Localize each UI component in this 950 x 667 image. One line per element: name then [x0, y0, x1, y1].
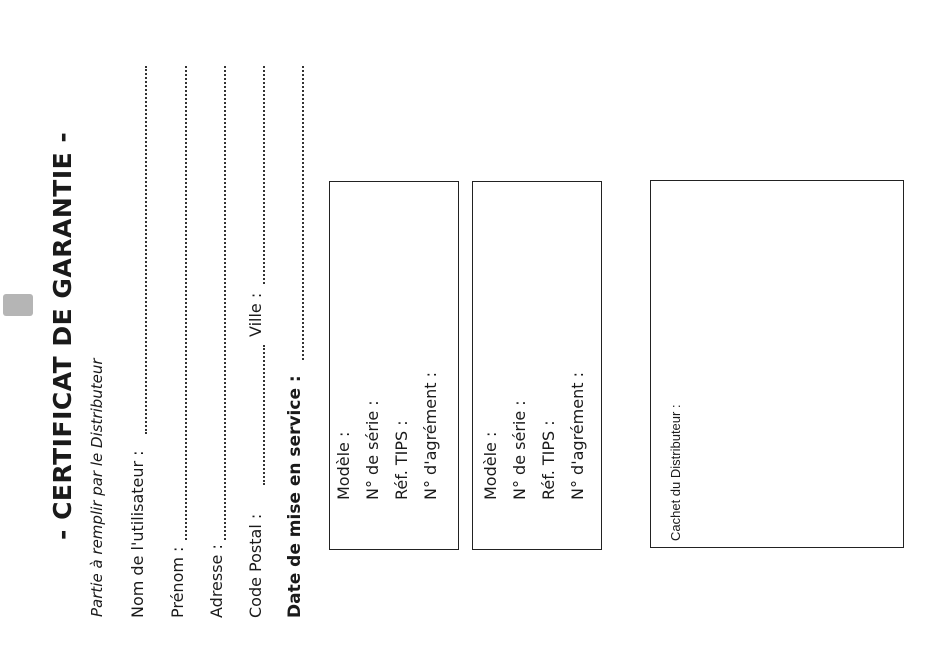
product-1-serie: N° de série : — [363, 400, 382, 500]
certificate-title: - CERTIFICAT DE GARANTIE - — [48, 132, 77, 540]
product-2-modele: Modèle : — [481, 432, 500, 500]
adresse-line[interactable] — [224, 66, 226, 540]
product-2-agrement: N° d'agrément : — [568, 372, 587, 500]
code-postal-label: Code Postal : — [246, 514, 265, 618]
date-service-line[interactable] — [302, 66, 304, 360]
page-tab — [3, 294, 33, 316]
product-2-serie: N° de série : — [510, 400, 529, 500]
prenom-line[interactable] — [185, 66, 187, 540]
code-postal-line[interactable] — [263, 345, 265, 485]
nom-line[interactable] — [145, 66, 147, 434]
product-1-ref: Réf. TIPS : — [392, 420, 411, 500]
date-service-label: Date de mise en service : — [285, 375, 305, 618]
product-2-ref: Réf. TIPS : — [539, 420, 558, 500]
nom-label: Nom de l'utilisateur : — [128, 450, 147, 618]
adresse-label: Adresse : — [207, 544, 226, 618]
certificate-subtitle: Partie à remplir par le Distributeur — [88, 358, 106, 617]
product-1-modele: Modèle : — [334, 432, 353, 500]
ville-label: Ville : — [246, 293, 265, 337]
distributor-stamp-box[interactable] — [650, 180, 904, 548]
distributor-stamp-label: Cachet du Distributeur : — [668, 404, 683, 541]
prenom-label: Prénom : — [168, 547, 187, 618]
ville-line[interactable] — [263, 66, 265, 284]
product-1-agrement: N° d'agrément : — [421, 372, 440, 500]
